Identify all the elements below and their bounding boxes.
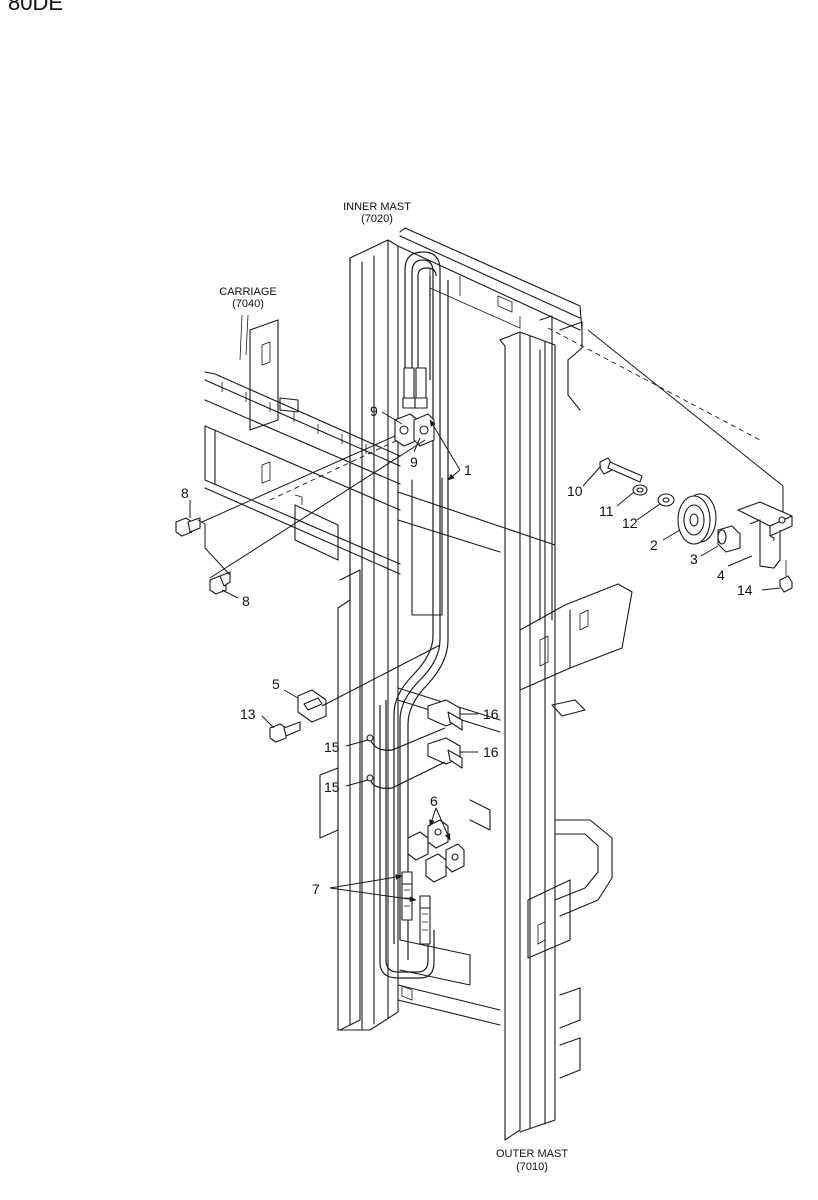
- callout-leaders: [189, 411, 781, 902]
- clamp-16-lower: [427, 737, 463, 769]
- callout-5: 5: [272, 676, 280, 692]
- model-title: 80DE: [8, 0, 64, 15]
- callout-15-lower: 15: [324, 779, 340, 795]
- callout-11: 11: [599, 503, 614, 519]
- carriage-code: (7040): [232, 298, 264, 310]
- hose-ends-7: [401, 871, 431, 945]
- outer-mast-name: OUTER MAST: [496, 1148, 568, 1160]
- assembly-guide-lines: [201, 327, 784, 579]
- label-carriage: CARRIAGE (7040): [219, 286, 276, 310]
- tube-15-lower: [366, 761, 446, 789]
- label-inner-mast: INNER MAST (7020): [343, 201, 411, 225]
- pin-3: [717, 525, 741, 553]
- bracket-4: [737, 501, 793, 569]
- callout-16-upper: 16: [483, 706, 499, 722]
- callout-numbers: 1 9 9 10 11 12 2 3 4 14 8 8 5 13 15 15 1…: [181, 403, 753, 897]
- callout-12: 12: [622, 515, 638, 531]
- bolt-8-lower: [209, 571, 231, 595]
- elbow-fittings-9: [394, 413, 435, 447]
- washer-12: [657, 493, 675, 507]
- bolt-10: [599, 457, 643, 483]
- bolt-8-upper: [175, 517, 201, 537]
- callout-14: 14: [737, 582, 753, 598]
- tube-15-upper: [366, 727, 446, 751]
- callout-9-upper: 9: [370, 403, 378, 419]
- callout-4: 4: [717, 567, 725, 583]
- clamp-16-upper: [427, 699, 463, 731]
- clamp-5: [297, 644, 441, 723]
- upper-hose-fittings: [402, 367, 428, 409]
- bolt-14: [779, 560, 793, 593]
- callout-16-lower: 16: [483, 744, 499, 760]
- outer-mast-code: (7010): [516, 1161, 548, 1173]
- sheave-2: [677, 493, 717, 545]
- callout-2: 2: [650, 537, 658, 553]
- callout-6: 6: [430, 793, 438, 809]
- elbow-fittings-6: [407, 819, 465, 883]
- callout-1: 1: [464, 462, 472, 478]
- lift-hoses: [379, 251, 449, 979]
- inner-mast-name: INNER MAST: [343, 201, 411, 213]
- callout-8-upper: 8: [181, 485, 189, 501]
- bolt-13: [269, 721, 301, 743]
- outer-mast-drawing: [319, 331, 633, 1141]
- callout-3: 3: [690, 551, 698, 567]
- callout-15-upper: 15: [324, 739, 340, 755]
- callout-9-lower: 9: [410, 454, 418, 470]
- carriage-drawing: [204, 314, 401, 575]
- carriage-name: CARRIAGE: [219, 286, 276, 298]
- inner-mast-code: (7020): [361, 213, 393, 225]
- label-outer-mast: OUTER MAST (7010): [496, 1148, 568, 1173]
- callout-10: 10: [567, 483, 583, 499]
- callout-7: 7: [312, 881, 320, 897]
- washer-11: [632, 484, 648, 496]
- callout-13: 13: [240, 706, 256, 722]
- inner-mast-drawing: [337, 227, 583, 1031]
- callout-8-lower: 8: [242, 593, 250, 609]
